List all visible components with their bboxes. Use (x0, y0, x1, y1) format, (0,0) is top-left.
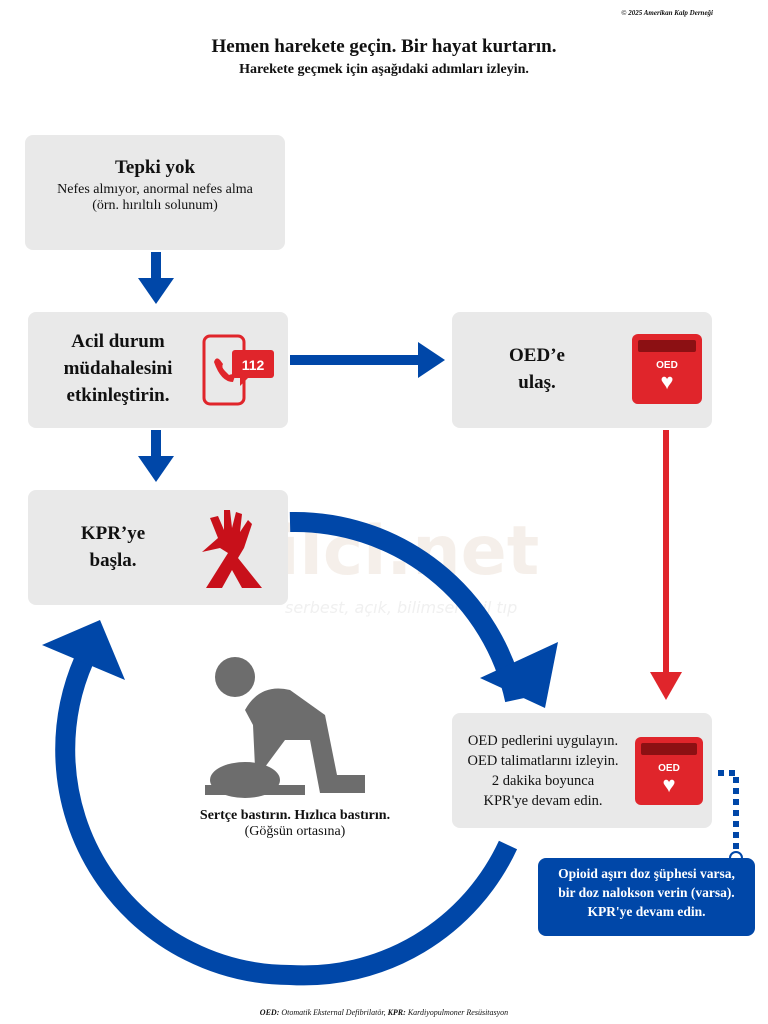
abbr: KPR: (387, 1008, 406, 1017)
abbr-def: Otomatik Eksternal Defibrilatör, (279, 1008, 388, 1017)
step-title: Tepki yok (114, 157, 196, 178)
step-line: KPR’ye (80, 523, 146, 544)
page-subtitle: Harekete geçmek için aşağıdaki adımları … (239, 62, 529, 77)
abbr: OED: (259, 1008, 280, 1017)
arrow-right (290, 342, 445, 378)
copyright: © 2025 Amerikan Kalp Derneği (621, 9, 713, 17)
step-text: OED pedlerini uygulayın. OED talimatları… (452, 731, 634, 811)
footer-abbreviations: OED: Otomatik Eksternal Defibrilatör, KP… (0, 1008, 768, 1017)
arrow-red-down (650, 430, 682, 700)
heart-bolt-icon: ♥ (660, 369, 674, 394)
callout-line: KPR'ye devam edin. (587, 904, 706, 919)
opioid-callout: Opioid aşırı doz şüphesi varsa, bir doz … (538, 858, 755, 936)
step-line: KPR'ye devam edin. (483, 793, 603, 809)
arrow-down-2 (138, 430, 174, 482)
aed-device-icon: OED ♥ (632, 334, 702, 404)
arrow-down-1 (138, 252, 174, 304)
step-line: OED talimatlarını izleyin. (467, 753, 619, 769)
aed-label: OED (658, 763, 680, 774)
cpr-person-icon (205, 657, 365, 798)
step-title: Acil durum müdahalesini etkinleştirin. (28, 328, 208, 409)
step-line: ulaş. (518, 372, 556, 393)
aed-label: OED (656, 360, 678, 371)
step-title: KPR’ye başla. (38, 520, 188, 574)
page-title: Hemen harekete geçin. Bir hayat kurtarın… (211, 36, 557, 57)
abbr-def: Kardiyopulmoner Resüsitasyon (405, 1008, 509, 1017)
step-line: etkinleştirin. (66, 385, 170, 406)
compression-instructions: Sertçe bastırın. Hızlıca bastırın. (Göğs… (160, 808, 430, 840)
step-text: Nefes almıyor, anormal nefes alma (57, 182, 253, 197)
step-line: Acil durum (71, 331, 165, 352)
step-line: müdahalesini (63, 358, 173, 379)
step-line: OED pedlerini uygulayın. (467, 733, 619, 749)
step-line: 2 dakika boyunca (491, 773, 595, 789)
cycle-arrowhead-top (480, 642, 558, 708)
step-text: (örn. hırıltılı solunum) (92, 198, 218, 213)
step-line: başla. (89, 550, 137, 571)
phone-call-icon: 112 (202, 334, 274, 406)
step-get-aed: OED’e ulaş. OED ♥ (452, 312, 712, 428)
cycle-arc-top (289, 511, 525, 703)
callout-line: Opioid aşırı doz şüphesi varsa, (558, 866, 735, 881)
heart-bolt-icon: ♥ (662, 772, 676, 797)
step-apply-aed: OED pedlerini uygulayın. OED talimatları… (452, 713, 712, 828)
callout-line: bir doz nalokson verin (varsa). (558, 885, 735, 900)
compress-line: Sertçe bastırın. Hızlıca bastırın. (199, 808, 391, 823)
step-title: OED’e ulaş. (472, 342, 602, 396)
step-no-response: Tepki yok Nefes almıyor, anormal nefes a… (25, 135, 285, 250)
cycle-arrowhead-left (42, 620, 125, 680)
step-line: OED’e (509, 345, 565, 366)
compress-line: (Göğsün ortasına) (244, 824, 346, 839)
emergency-number: 112 (242, 357, 265, 373)
cpr-hands-icon (202, 510, 262, 588)
cycle-arc-bottom (55, 656, 518, 986)
dotted-connector (718, 770, 739, 858)
aed-device-icon: OED ♥ (635, 737, 703, 805)
step-start-cpr: KPR’ye başla. (28, 490, 288, 605)
step-activate-emergency: Acil durum müdahalesini etkinleştirin. 1… (28, 312, 288, 428)
